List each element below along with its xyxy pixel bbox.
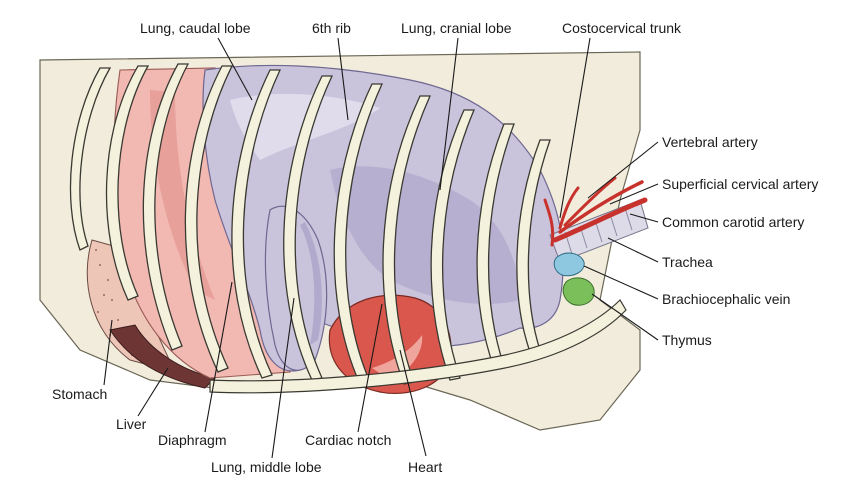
lung-middle-lobe-shade: [300, 222, 322, 345]
label-heart: Heart: [408, 459, 442, 475]
leader-diaphragm: [204, 281, 233, 433]
leader-stomach: [103, 319, 113, 386]
leader-lung-caudal-lobe: [217, 37, 253, 101]
leader-6th-rib: [337, 37, 349, 121]
common-carotid-artery: [552, 197, 648, 243]
leader-trachea: [607, 237, 659, 263]
label-liver: Liver: [116, 416, 147, 432]
leader-common-carotid-artery: [629, 213, 659, 223]
thymus: [562, 277, 595, 306]
vertebral-artery: [563, 176, 617, 227]
leader-brachiocephalic-vein: [583, 265, 659, 300]
label-trachea: Trachea: [662, 254, 713, 270]
label-stomach: Stomach: [52, 386, 107, 402]
leader-cardiac-notch: [357, 303, 383, 433]
leader-lines: [103, 37, 659, 459]
leader-heart: [399, 349, 427, 457]
rib: [105, 65, 150, 301]
lung-shadow: [330, 166, 520, 304]
rib: [231, 69, 282, 379]
ribs: [69, 63, 551, 385]
costocervical-trunk: [558, 186, 580, 230]
label-common-carotid-artery: Common carotid artery: [662, 214, 804, 230]
label-lung-caudal-lobe: Lung, caudal lobe: [140, 20, 251, 36]
label-diaphragm: Diaphragm: [158, 432, 226, 448]
leader-lung-middle-lobe: [271, 297, 295, 459]
labels: Lung, caudal lobe 6th rib Lung, cranial …: [52, 20, 818, 475]
diaphragm-shading: [150, 90, 215, 300]
arteries: [543, 176, 648, 247]
leader-thymus: [591, 293, 659, 341]
label-costocervical-trunk: Costocervical trunk: [562, 20, 682, 36]
leader-vertebral-artery: [587, 141, 659, 199]
leader-liver: [137, 367, 169, 417]
label-lung-middle-lobe: Lung, middle lobe: [211, 459, 322, 475]
rib: [184, 65, 234, 373]
label-vertebral-artery: Vertebral artery: [662, 134, 758, 150]
superficial-cervical-artery: [558, 180, 644, 234]
label-brachiocephalic-vein: Brachiocephalic vein: [662, 291, 790, 307]
label-lung-cranial-lobe: Lung, cranial lobe: [401, 20, 512, 36]
leader-lung-cranial-lobe: [439, 37, 459, 191]
brachiocephalic-vein: [553, 252, 585, 277]
sternum: [209, 299, 627, 394]
leader-superficial-cervical-artery: [609, 183, 659, 205]
rib: [142, 63, 190, 351]
artery-branch: [543, 198, 555, 247]
leader-costocervical-trunk: [559, 37, 591, 219]
rib: [69, 67, 112, 251]
label-superficial-cervical-artery: Superficial cervical artery: [662, 176, 818, 192]
label-cardiac-notch: Cardiac notch: [305, 432, 391, 448]
label-6th-rib: 6th rib: [312, 20, 351, 36]
label-thymus: Thymus: [662, 332, 712, 348]
